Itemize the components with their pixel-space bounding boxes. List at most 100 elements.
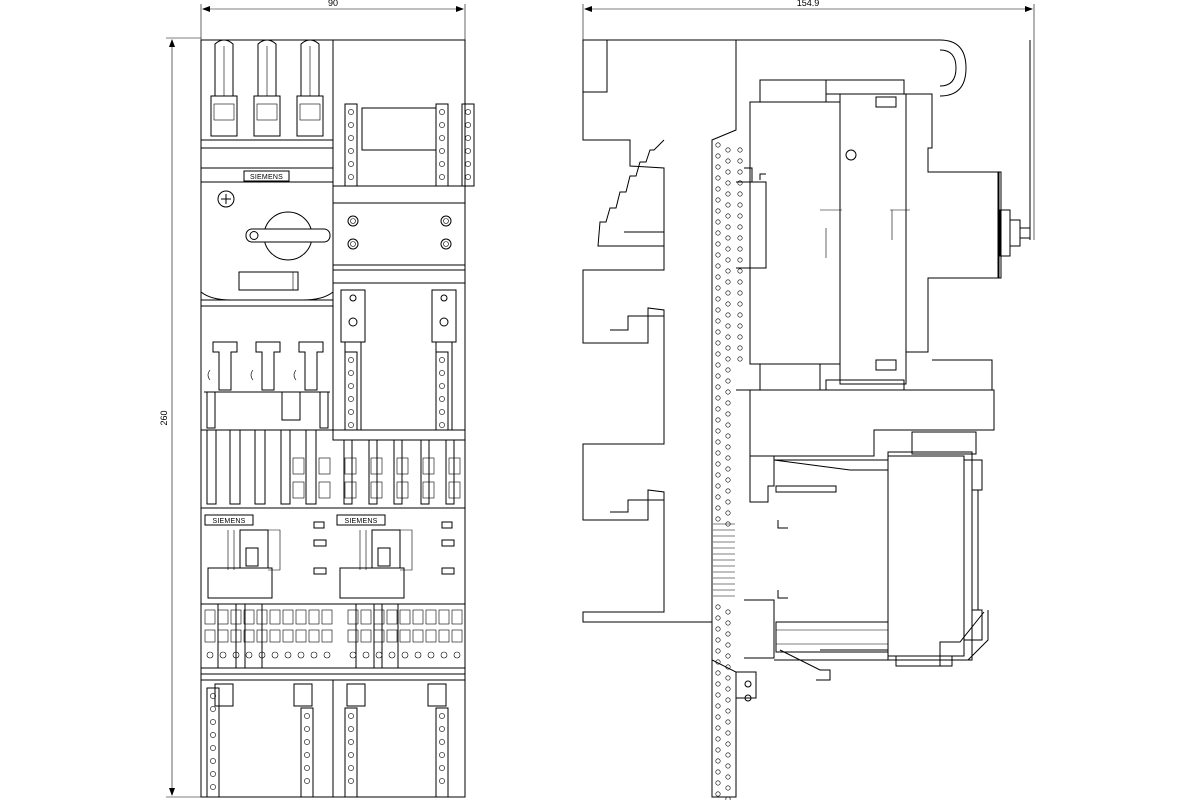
terminal-cell bbox=[438, 629, 450, 643]
rail-strip bbox=[344, 707, 358, 798]
rail-hole bbox=[725, 444, 731, 450]
side-bottom-hooks bbox=[736, 671, 757, 702]
rail-hole bbox=[737, 224, 743, 230]
terminal-cell bbox=[243, 629, 255, 643]
rail-hole bbox=[715, 142, 721, 148]
rail-hole bbox=[737, 169, 743, 175]
rail-hole bbox=[439, 109, 445, 115]
terminal-cell bbox=[451, 629, 463, 643]
rail-hole bbox=[737, 356, 743, 362]
rail-hole bbox=[725, 158, 731, 164]
rail-hole bbox=[715, 659, 721, 665]
terminal-screw bbox=[318, 481, 331, 499]
rail-hole bbox=[439, 713, 445, 719]
rail-hole bbox=[348, 713, 354, 719]
dimension-front-height: 260 bbox=[159, 37, 201, 798]
dimension-side-depth: 154.9 bbox=[582, 0, 1035, 240]
rail-hole bbox=[465, 109, 471, 115]
rail-hole bbox=[725, 180, 731, 186]
terminal-hole bbox=[375, 651, 383, 659]
rail-hole bbox=[304, 765, 310, 771]
rail-hole bbox=[348, 109, 354, 115]
rail-hole bbox=[725, 466, 731, 472]
rail-hole bbox=[725, 191, 731, 197]
rail-hole bbox=[715, 406, 721, 412]
rail-hole bbox=[737, 147, 743, 153]
rail-hole bbox=[725, 246, 731, 252]
rail-hole bbox=[715, 153, 721, 159]
rail-hole bbox=[715, 516, 721, 522]
terminal-cell bbox=[451, 609, 463, 625]
rail-hole bbox=[725, 477, 731, 483]
dimension-label-height: 260 bbox=[159, 410, 169, 425]
terminal-screw bbox=[422, 481, 435, 499]
terminal-cell bbox=[204, 629, 216, 643]
terminal-cell bbox=[321, 629, 333, 643]
terminal-screw bbox=[292, 481, 305, 499]
terminal-cell bbox=[308, 609, 320, 625]
rail-hole bbox=[715, 197, 721, 203]
rail-hole bbox=[725, 301, 731, 307]
rail-hole bbox=[348, 135, 354, 141]
busbar-screws bbox=[347, 215, 452, 250]
rail-hole bbox=[715, 670, 721, 676]
rail-strip bbox=[344, 351, 358, 431]
side-view bbox=[582, 39, 1031, 800]
rail-hole bbox=[715, 637, 721, 643]
terminal-hole bbox=[362, 651, 370, 659]
terminal-cell bbox=[217, 609, 229, 625]
rail-hole bbox=[725, 290, 731, 296]
link-bar bbox=[420, 439, 430, 505]
breaker-rating-window bbox=[238, 271, 299, 291]
right-top-module bbox=[332, 107, 466, 431]
rail-hole bbox=[725, 323, 731, 329]
rail-hole bbox=[439, 383, 445, 389]
rail-hole bbox=[725, 774, 731, 780]
rail-hole bbox=[304, 752, 310, 758]
rail-hole bbox=[715, 340, 721, 346]
base-adapter-side bbox=[736, 389, 995, 457]
link-bar bbox=[229, 429, 241, 505]
rail-hole bbox=[715, 164, 721, 170]
rail-hole bbox=[725, 642, 731, 648]
link-bar bbox=[393, 439, 403, 505]
rail-hole bbox=[348, 396, 354, 402]
rail-hole bbox=[210, 732, 216, 738]
rail-hole bbox=[439, 370, 445, 376]
rail-hole bbox=[725, 268, 731, 274]
rail-hole bbox=[348, 422, 354, 428]
terminal-hole bbox=[284, 651, 292, 659]
busbar-block bbox=[332, 202, 466, 266]
rail-strip bbox=[435, 707, 449, 798]
link-bar bbox=[445, 439, 455, 505]
rail-hole bbox=[715, 769, 721, 775]
rail-hole bbox=[725, 312, 731, 318]
rail-hole bbox=[725, 675, 731, 681]
rail-hole bbox=[210, 758, 216, 764]
rail-hole bbox=[737, 279, 743, 285]
terminal-hole bbox=[206, 651, 214, 659]
terminal-hole bbox=[310, 651, 318, 659]
rail-strip bbox=[206, 687, 220, 798]
terminal-cell bbox=[360, 609, 372, 625]
rail-hole bbox=[725, 147, 731, 153]
terminal-cell bbox=[295, 609, 307, 625]
terminal-cell bbox=[386, 629, 398, 643]
rail-strip bbox=[344, 103, 358, 187]
rail-hole bbox=[715, 186, 721, 192]
rail-hole bbox=[715, 417, 721, 423]
terminal-cell bbox=[412, 609, 424, 625]
rail-hole bbox=[715, 472, 721, 478]
rail-hole bbox=[439, 357, 445, 363]
circuit-breaker: SIEMENS bbox=[200, 39, 334, 429]
rail-hole bbox=[715, 296, 721, 302]
terminal-cell bbox=[204, 609, 216, 625]
terminal-screw bbox=[396, 457, 409, 475]
rail-hole bbox=[725, 719, 731, 725]
rail-hole bbox=[210, 719, 216, 725]
rail-hole bbox=[348, 752, 354, 758]
rail-hole bbox=[725, 367, 731, 373]
rail-hole bbox=[725, 631, 731, 637]
rail-hole bbox=[348, 174, 354, 180]
